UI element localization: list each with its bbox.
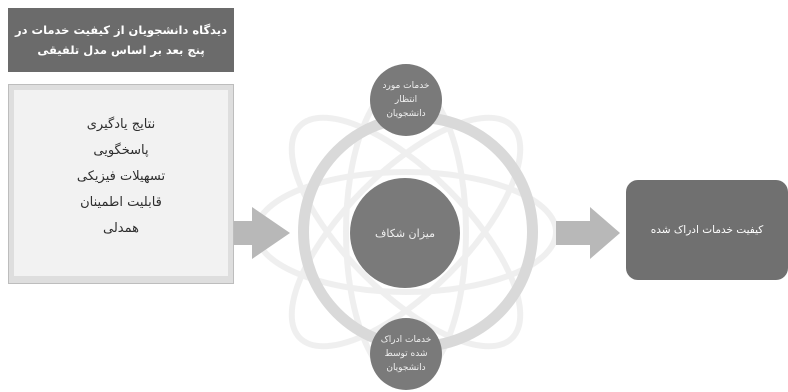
dimension-item: تسهیلات فیزیکی: [76, 169, 166, 184]
dimension-item: نتایج یادگیری: [86, 117, 156, 132]
dimensions-list: نتایج یادگیری پاسخگویی تسهیلات فیزیکی قا…: [14, 112, 228, 242]
gap-circle: میزان شکاف: [350, 178, 460, 288]
perceived-line-3: دانشجویان: [386, 363, 426, 373]
perceived-services-circle: خدمات ادراک شده توسط دانشجویان: [370, 318, 442, 390]
dimension-item: پاسخگویی: [93, 143, 149, 158]
dimension-item: همدلی: [103, 221, 139, 236]
gap-label: میزان شکاف: [375, 226, 435, 240]
arrow-left: [214, 207, 290, 259]
expected-line-2: انتظار دانشجویان: [386, 95, 426, 119]
perceived-line-2: شده توسط: [384, 349, 428, 359]
perceived-quality-label: کیفیت خدمات ادراک شده: [650, 224, 764, 236]
expected-line-1: خدمات مورد: [382, 81, 430, 91]
title-box: دیدگاه دانشجویان از کیفیت خدمات در پنج ب…: [8, 8, 234, 72]
dimension-item: قابلیت اطمینان: [80, 195, 162, 210]
expected-services-circle: خدمات مورد انتظار دانشجویان: [370, 64, 442, 136]
perceived-quality-box: کیفیت خدمات ادراک شده: [626, 180, 788, 280]
title-line-1: دیدگاه دانشجویان از کیفیت خدمات در: [14, 23, 228, 37]
perceived-line-1: خدمات ادراک: [380, 335, 432, 345]
dimensions-panel-inner: [14, 90, 228, 276]
arrow-right: [556, 207, 620, 259]
title-line-2: پنج بعد بر اساس مدل تلفیقی: [37, 43, 205, 57]
